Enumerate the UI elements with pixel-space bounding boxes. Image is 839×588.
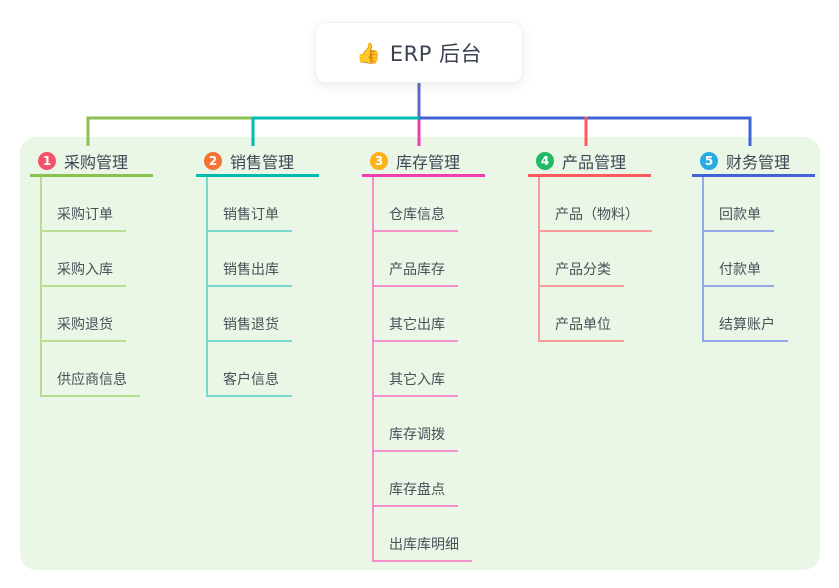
branch-inventory: 3 库存管理 仓库信息 产品库存 其它出库 其它入库 库存调拨 库存盘点 出库库… (362, 148, 485, 562)
child-label: 回款单 (719, 207, 761, 223)
branch-purchase: 1 采购管理 采购订单 采购入库 采购退货 供应商信息 (30, 148, 153, 397)
child-label: 结算账户 (719, 317, 775, 333)
branch-children: 仓库信息 产品库存 其它出库 其它入库 库存调拨 库存盘点 出库库明细 (372, 177, 485, 562)
child-label: 采购订单 (57, 207, 113, 223)
branch-title: 财务管理 (726, 153, 791, 172)
child-node[interactable]: 产品分类 (538, 232, 624, 287)
child-label: 其它入库 (389, 372, 445, 388)
child-node[interactable]: 回款单 (702, 177, 774, 232)
branch-product: 4 产品管理 产品（物料） 产品分类 产品单位 (528, 148, 652, 342)
branch-spine (206, 177, 208, 397)
branch-children: 产品（物料） 产品分类 产品单位 (538, 177, 652, 342)
branch-badge: 4 (536, 152, 554, 170)
branch-sales: 2 销售管理 销售订单 销售出库 销售退货 客户信息 (196, 148, 319, 397)
child-label: 仓库信息 (389, 207, 445, 223)
child-node[interactable]: 其它出库 (372, 287, 458, 342)
child-node[interactable]: 采购退货 (40, 287, 126, 342)
child-node[interactable]: 出库库明细 (372, 507, 472, 562)
child-node[interactable]: 其它入库 (372, 342, 458, 397)
mindmap-canvas (20, 137, 820, 570)
child-node[interactable]: 产品单位 (538, 287, 624, 342)
branch-title: 产品管理 (562, 153, 627, 172)
branch-title: 库存管理 (396, 153, 461, 172)
child-label: 产品（物料） (555, 207, 639, 223)
branch-title: 采购管理 (64, 153, 129, 172)
branch-badge: 3 (370, 152, 388, 170)
branch-badge: 2 (204, 152, 222, 170)
child-node[interactable]: 采购入库 (40, 232, 126, 287)
branch-spine (40, 177, 42, 397)
child-label: 销售出库 (223, 262, 279, 278)
child-node[interactable]: 客户信息 (206, 342, 292, 397)
child-node[interactable]: 销售出库 (206, 232, 292, 287)
child-node[interactable]: 仓库信息 (372, 177, 458, 232)
branch-spine (538, 177, 540, 342)
child-label: 出库库明细 (389, 537, 459, 553)
child-label: 其它出库 (389, 317, 445, 333)
child-label: 供应商信息 (57, 372, 127, 388)
branch-title: 销售管理 (230, 153, 295, 172)
child-label: 采购入库 (57, 262, 113, 278)
child-label: 产品单位 (555, 317, 611, 333)
root-node[interactable]: 👍 ERP 后台 (315, 22, 523, 83)
branch-badge: 5 (700, 152, 718, 170)
branch-node-purchase[interactable]: 1 采购管理 (30, 148, 153, 177)
branch-children: 采购订单 采购入库 采购退货 供应商信息 (40, 177, 153, 397)
child-node[interactable]: 供应商信息 (40, 342, 140, 397)
branch-children: 回款单 付款单 结算账户 (702, 177, 815, 342)
child-label: 库存调拨 (389, 427, 445, 443)
child-node[interactable]: 库存盘点 (372, 452, 458, 507)
branch-node-finance[interactable]: 5 财务管理 (692, 148, 815, 177)
branch-finance: 5 财务管理 回款单 付款单 结算账户 (692, 148, 815, 342)
child-label: 销售订单 (223, 207, 279, 223)
child-label: 采购退货 (57, 317, 113, 333)
child-label: 付款单 (719, 262, 761, 278)
branch-node-inventory[interactable]: 3 库存管理 (362, 148, 485, 177)
child-node[interactable]: 采购订单 (40, 177, 126, 232)
child-node[interactable]: 销售退货 (206, 287, 292, 342)
child-label: 库存盘点 (389, 482, 445, 498)
child-label: 销售退货 (223, 317, 279, 333)
child-node[interactable]: 付款单 (702, 232, 774, 287)
child-node[interactable]: 库存调拨 (372, 397, 458, 452)
child-node[interactable]: 结算账户 (702, 287, 788, 342)
branch-badge: 1 (38, 152, 56, 170)
branch-spine (702, 177, 704, 342)
branch-node-sales[interactable]: 2 销售管理 (196, 148, 319, 177)
child-label: 客户信息 (223, 372, 279, 388)
child-label: 产品库存 (389, 262, 445, 278)
child-node[interactable]: 产品库存 (372, 232, 458, 287)
branch-node-product[interactable]: 4 产品管理 (528, 148, 651, 177)
thumbs-up-icon: 👍 (355, 40, 381, 65)
root-title: ERP 后台 (389, 41, 483, 66)
branch-children: 销售订单 销售出库 销售退货 客户信息 (206, 177, 319, 397)
child-node[interactable]: 产品（物料） (538, 177, 652, 232)
child-label: 产品分类 (555, 262, 611, 278)
child-node[interactable]: 销售订单 (206, 177, 292, 232)
branch-spine (372, 177, 374, 562)
